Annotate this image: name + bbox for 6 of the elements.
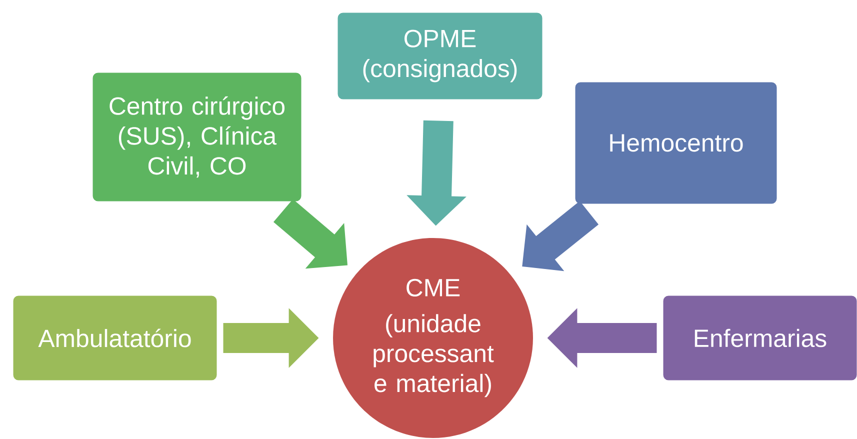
process-box: Centro cirúrgico (SUS), Clínica Civil, CO xyxy=(91,71,303,203)
process-box: Ambulatatório xyxy=(12,294,218,382)
process-box: Enfermarias xyxy=(662,294,857,382)
circle-node: CME (unidade processant e material) xyxy=(333,238,533,438)
process-box: OPME (consignados) xyxy=(336,11,544,101)
process-box: Hemocentro xyxy=(574,80,778,206)
